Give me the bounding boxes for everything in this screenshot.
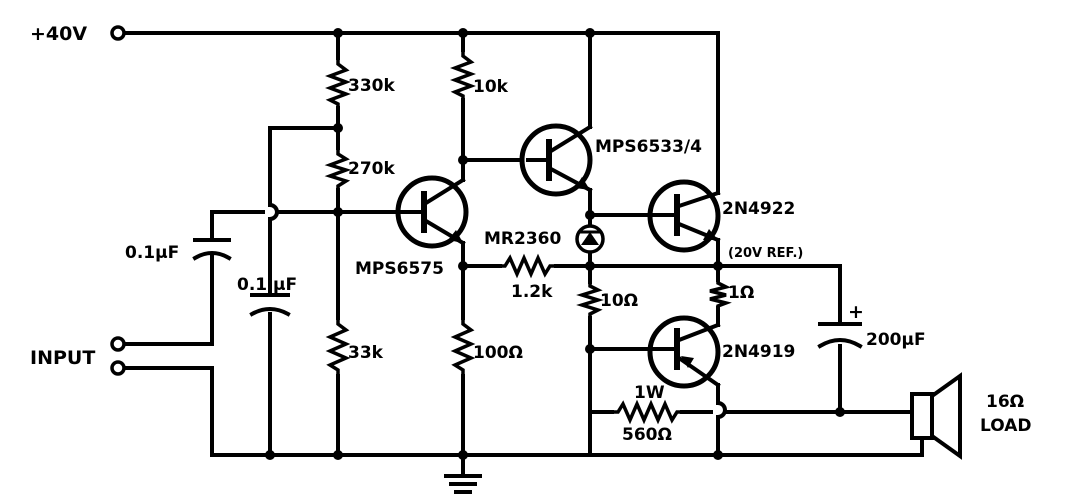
- label-1-2k: 1.2k: [511, 282, 553, 302]
- label-cap-bypass: 0.1 μF: [237, 275, 297, 295]
- resistor-1-2k: [500, 253, 556, 279]
- label-cap-200uf: 200μF: [866, 330, 926, 350]
- supply-terminal: [110, 25, 126, 41]
- label-10k: 10k: [473, 77, 509, 97]
- label-q1: MPS6575: [355, 259, 444, 279]
- label-10ohm: 10Ω: [600, 291, 638, 311]
- resistor-33k: [325, 318, 351, 376]
- resistor-10k: [450, 50, 476, 100]
- transistor-q3: [647, 179, 721, 253]
- label-560ohm: 560Ω: [622, 425, 672, 445]
- label-load: LOAD: [980, 416, 1032, 436]
- input-terminal-signal: [110, 336, 126, 352]
- label-100ohm: 100Ω: [473, 343, 523, 363]
- speaker-icon: [910, 372, 962, 460]
- resistor-100ohm: [450, 318, 476, 376]
- label-cap-polarity: +: [848, 301, 864, 323]
- resistor-1ohm: [709, 280, 732, 308]
- label-1w: 1W: [634, 383, 665, 403]
- resistor-270k: [324, 148, 352, 190]
- supply-label: +40V: [30, 23, 87, 45]
- junction-dots: [265, 28, 845, 460]
- capacitor-200uf: [817, 322, 863, 349]
- label-load-ohms: 16Ω: [986, 392, 1024, 412]
- label-diode: MR2360: [484, 229, 561, 249]
- label-1ohm: 1Ω: [728, 283, 754, 303]
- transistor-q2: [519, 123, 593, 197]
- capacitor-0-1uf-bypass: [249, 293, 291, 317]
- label-33k: 33k: [348, 343, 384, 363]
- resistor-560ohm: [612, 399, 682, 425]
- label-q2: MPS6533/4: [595, 137, 702, 157]
- resistor-10ohm: [576, 282, 604, 318]
- input-terminal-ground: [110, 360, 126, 376]
- label-cap-input: 0.1μF: [125, 243, 179, 263]
- label-330k: 330k: [348, 76, 395, 96]
- label-q4: 2N4919: [722, 342, 795, 362]
- diode-mr2360: [575, 224, 605, 254]
- resistor-330k: [325, 58, 351, 108]
- ground-symbol: [444, 474, 482, 494]
- label-q3: 2N4922: [722, 199, 795, 219]
- transistor-q4: [647, 315, 721, 389]
- input-label: INPUT: [30, 347, 95, 369]
- transistor-q1: [395, 175, 469, 249]
- label-20v-ref: (20V REF.): [728, 246, 803, 261]
- capacitor-0-1uf-input: [192, 238, 232, 261]
- label-270k: 270k: [348, 159, 395, 179]
